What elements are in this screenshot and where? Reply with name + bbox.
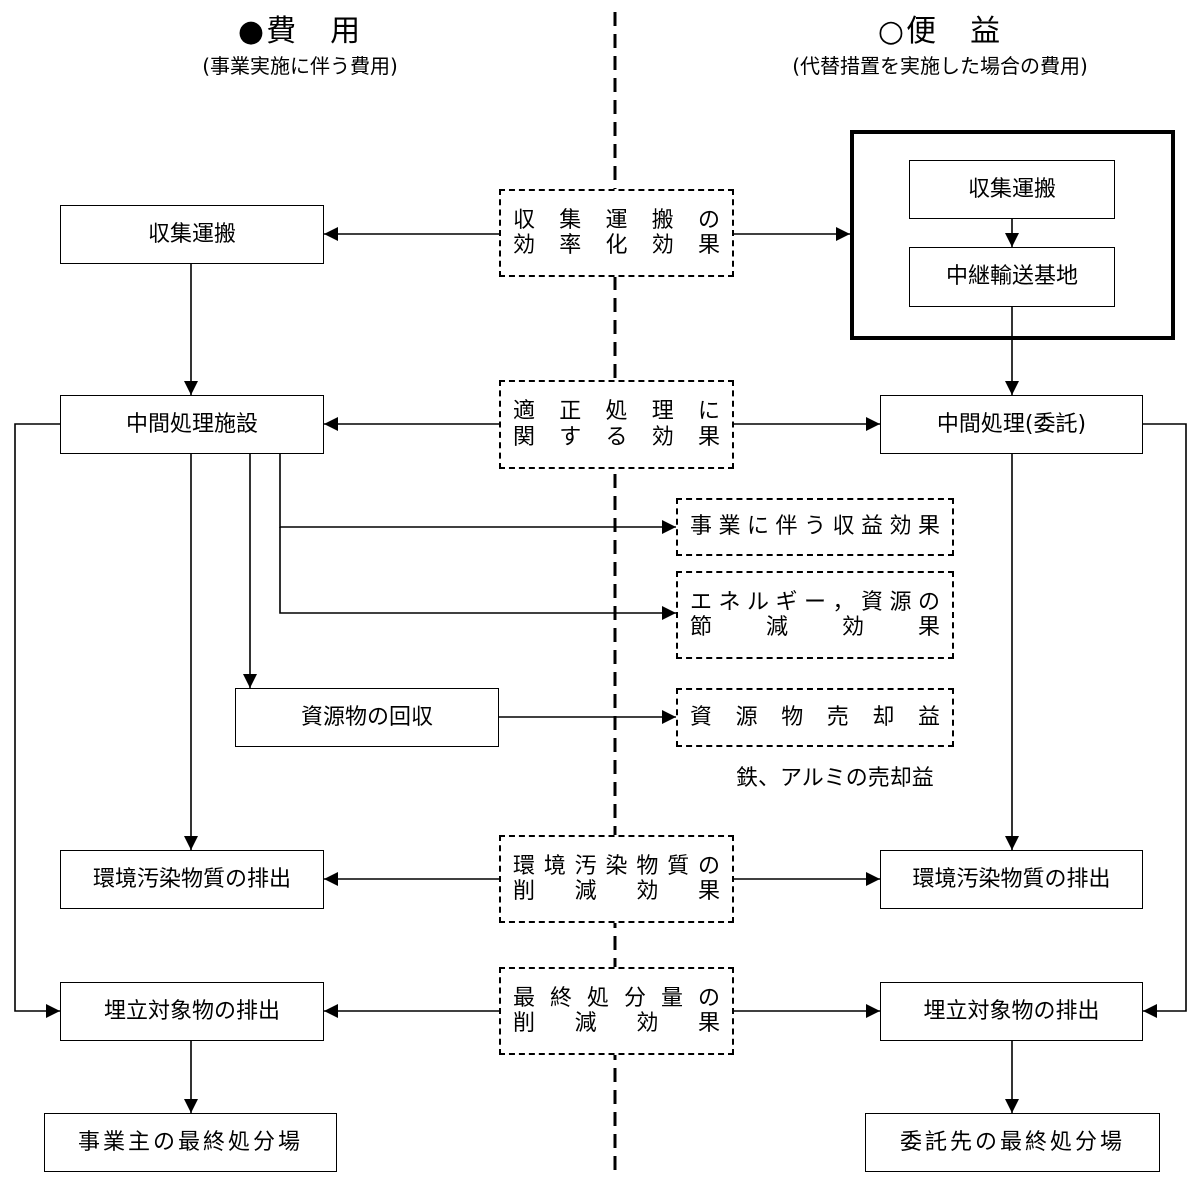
benefit-intermediate-box: 中間処理(委託): [880, 395, 1143, 454]
collection-efficiency-line1: 収集運搬の: [513, 207, 720, 233]
benefit-collection-box: 収集運搬: [909, 160, 1115, 219]
resource-sales-note: 鉄、アルミの売却益: [736, 766, 934, 791]
landfill-reduction-line1: 最終処分量の: [513, 985, 720, 1011]
arrow-cost-intermediate-to-landfill: [14, 423, 60, 1018]
collection-efficiency-line2: 効率化効果: [513, 233, 720, 258]
cost-collection-box: 収集運搬: [60, 205, 324, 264]
benefit-landfill-box: 埋立対象物の排出: [880, 982, 1143, 1041]
business-revenue-label: 事業に伴う収益効果: [690, 514, 940, 540]
cost-intermediate-box: 中間処理施設: [60, 395, 324, 454]
proper-treatment-line1: 適正処理に: [513, 399, 720, 425]
pollutant-reduction-line1: 環境汚染物質の: [513, 853, 720, 879]
cost-header-title: ●費 用: [237, 14, 363, 49]
relay-base-box: 中継輸送基地: [909, 247, 1115, 307]
benefit-header: ○便 益 (代替措置を実施した場合の費用): [740, 6, 1140, 79]
resource-sales-effect: 資源物売却益: [676, 688, 954, 747]
business-revenue-effect: 事業に伴う収益効果: [676, 498, 954, 556]
benefit-header-subtitle: (代替措置を実施した場合の費用): [792, 54, 1088, 78]
pollutant-reduction-line2: 削減効果: [513, 879, 720, 904]
energy-saving-line2: 節減効果: [690, 615, 940, 640]
cost-header: ●費 用 (事業実施に伴う費用): [140, 6, 460, 79]
cost-header-subtitle: (事業実施に伴う費用): [202, 54, 398, 78]
energy-saving-effect: エネルギー，資源の 節減効果: [676, 571, 954, 659]
benefit-final-disposal-box: 委託先の最終処分場: [865, 1113, 1160, 1172]
collection-efficiency-effect: 収集運搬の 効率化効果: [499, 189, 734, 277]
benefit-header-title: ○便 益: [877, 14, 1003, 49]
cost-pollutant-box: 環境汚染物質の排出: [60, 850, 324, 909]
proper-treatment-effect: 適正処理に 関する効果: [499, 380, 734, 469]
resource-sales-label: 資源物売却益: [690, 704, 940, 730]
energy-saving-line1: エネルギー，資源の: [690, 589, 940, 615]
benefit-collection-group: [850, 130, 1175, 340]
resource-recovery-box: 資源物の回収: [235, 688, 499, 747]
proper-treatment-line2: 関する効果: [513, 424, 720, 450]
arrow-benefit-intermediate-to-landfill: [1143, 423, 1187, 1018]
cost-landfill-box: 埋立対象物の排出: [60, 982, 324, 1041]
benefit-pollutant-box: 環境汚染物質の排出: [880, 850, 1143, 909]
landfill-reduction-line2: 削減効果: [513, 1011, 720, 1036]
pollutant-reduction-effect: 環境汚染物質の 削減効果: [499, 835, 734, 923]
arrow-cost-intermediate-to-energy: [279, 527, 676, 620]
cost-final-disposal-box: 事業主の最終処分場: [44, 1113, 337, 1172]
landfill-reduction-effect: 最終処分量の 削減効果: [499, 967, 734, 1055]
